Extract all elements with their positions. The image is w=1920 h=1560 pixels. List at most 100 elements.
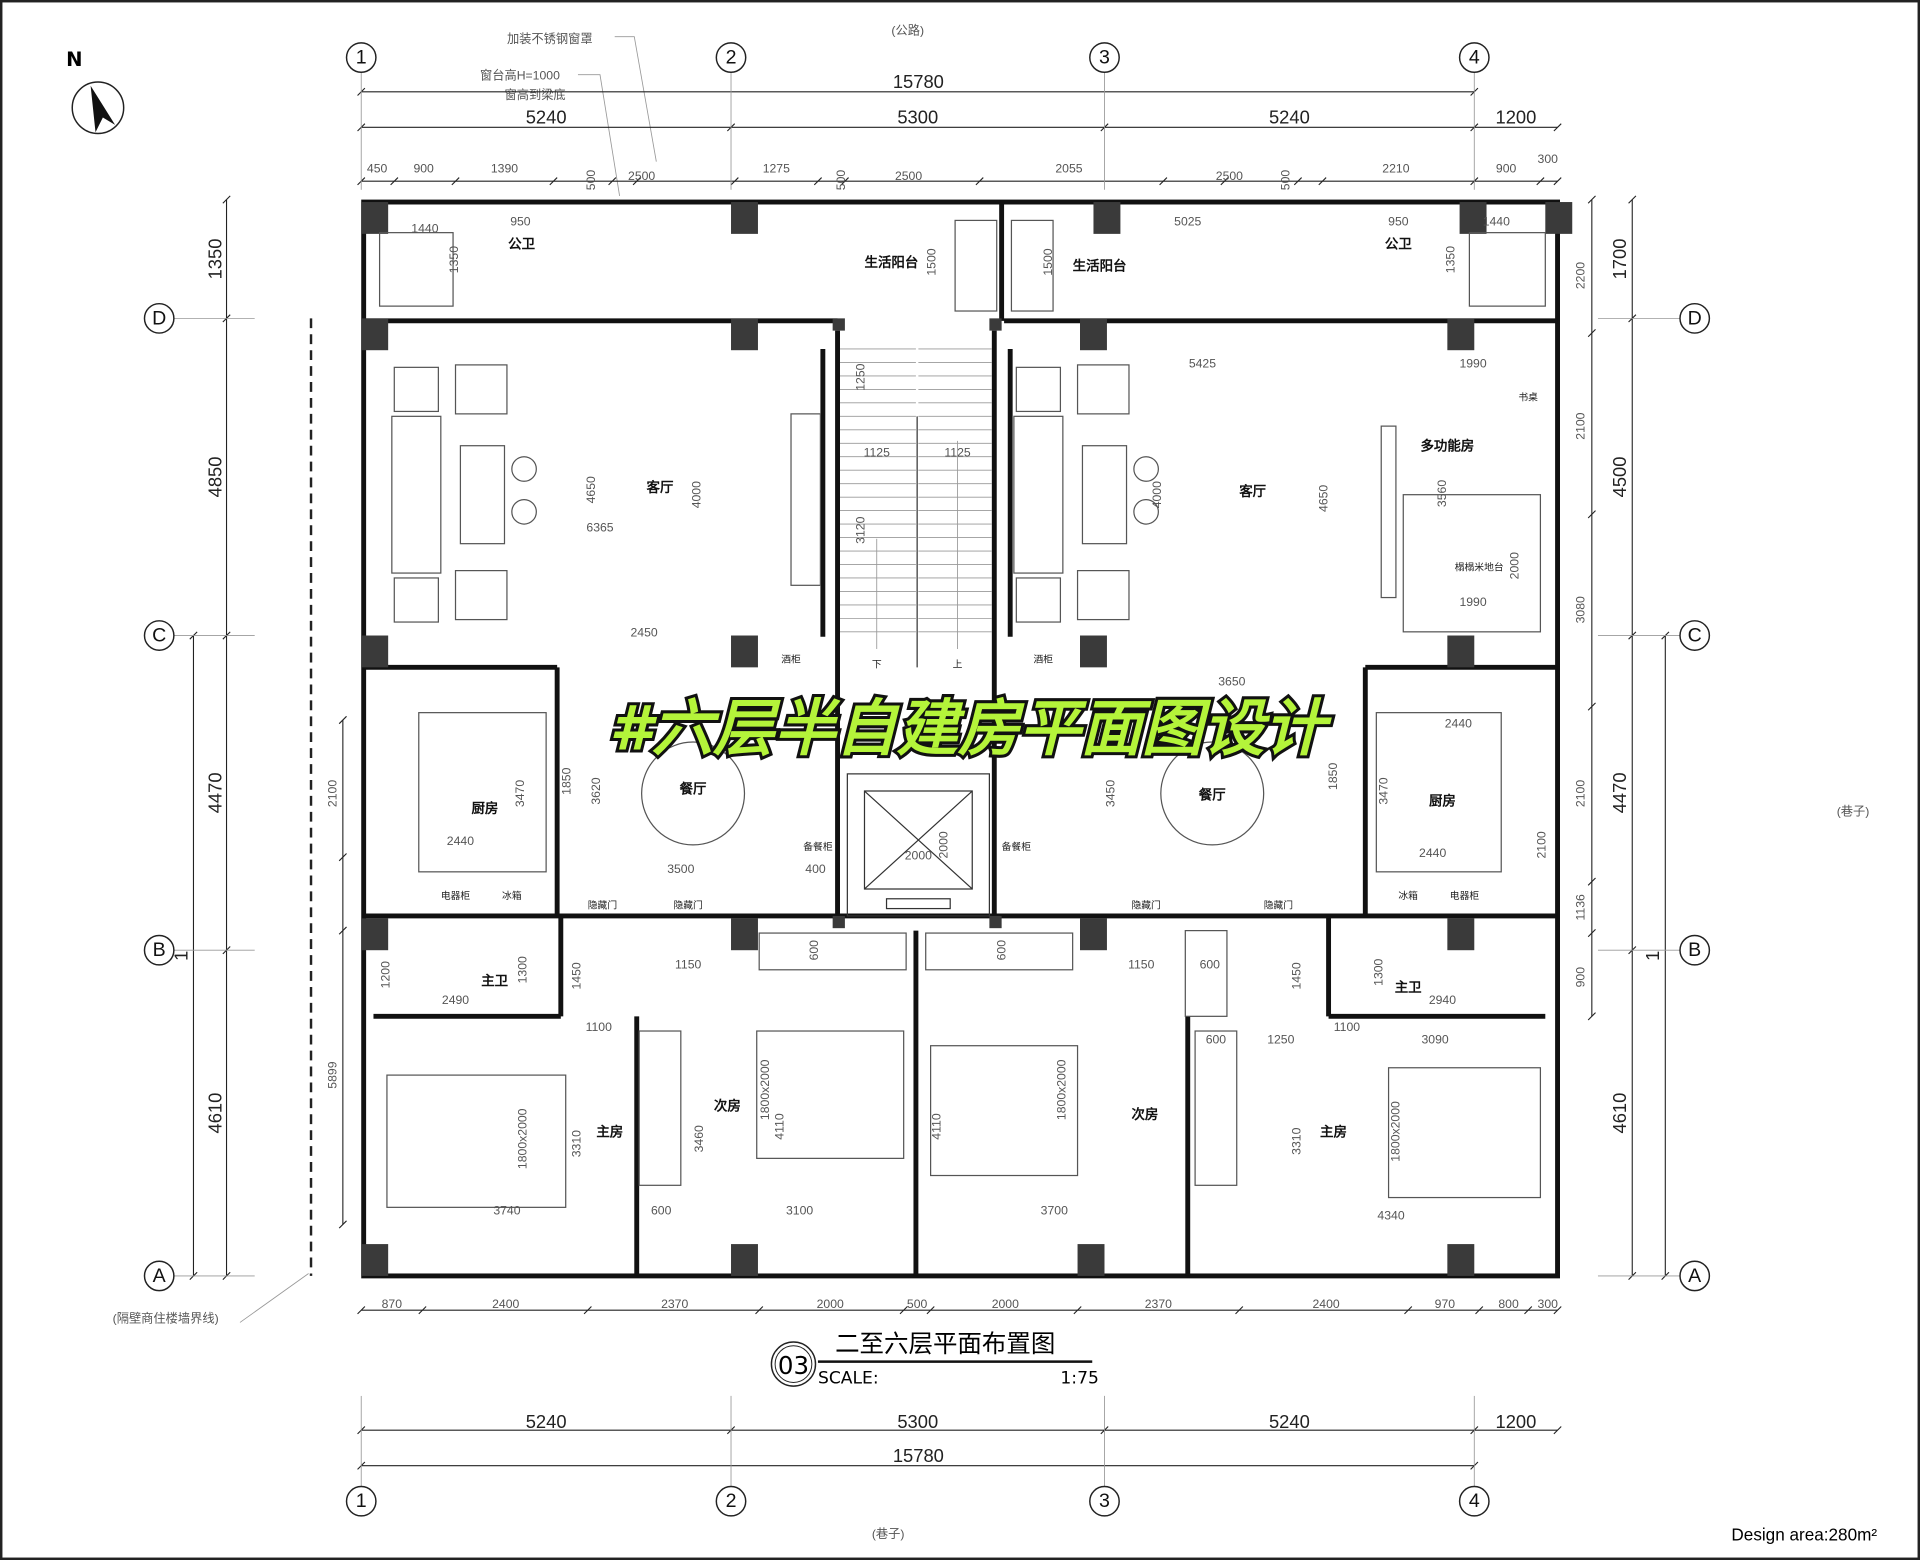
drawing-title: 二至六层平面布置图 (835, 1329, 1055, 1358)
room-label: 隐藏门 (1131, 899, 1160, 912)
dimension-tick (1073, 1306, 1082, 1315)
inner-dimension-text: 6365 (586, 520, 613, 534)
inner-dimension-text: 1350 (1444, 246, 1458, 273)
axis-label-2: 2 (726, 47, 737, 69)
dimension-text: 1200 (1495, 1411, 1536, 1432)
inner-dimension-text: 2000 (905, 849, 932, 863)
inner-dimension-text: 3450 (1103, 780, 1117, 807)
column (1080, 318, 1107, 351)
dimension-tick (1587, 928, 1596, 938)
column (1447, 1244, 1475, 1276)
inner-dimension-text: 2450 (630, 626, 657, 640)
column (1447, 318, 1475, 351)
inner-dimension-text: 1200 (378, 961, 392, 988)
dimension-text: 900 (413, 162, 434, 176)
dimension-tick (1293, 177, 1303, 186)
dimension-tick (755, 1306, 764, 1315)
inner-dimension-text: 1500 (1041, 248, 1055, 275)
road-bottom-label: (巷子) (872, 1527, 905, 1541)
room-label: 酒柜 (1033, 652, 1053, 665)
room-label: 主卫 (1395, 979, 1422, 996)
inner-dimension-text: 1350 (447, 246, 461, 273)
dimension-text: 2400 (1313, 1297, 1340, 1311)
bed-second-right (930, 1045, 1079, 1177)
dimension-tick (451, 177, 460, 186)
dimension-text: 4610 (1609, 1093, 1630, 1134)
inner-dimension-text: 1150 (675, 958, 702, 972)
inner-dimension-text: 1300 (1371, 958, 1385, 985)
axis-label-1: 1 (356, 47, 367, 69)
dimension-text: 500 (907, 1297, 928, 1311)
axis-bubble (143, 302, 175, 334)
dimension-tick (1587, 877, 1596, 886)
axis-label-B: B (1688, 939, 1701, 961)
dimension-text: 15780 (893, 71, 944, 92)
dimension-text: 4850 (205, 457, 226, 498)
dimension-text: 1 (1642, 951, 1663, 961)
inner-dimension-text: 3100 (786, 1204, 813, 1218)
dimension-tick (1587, 195, 1596, 204)
column (1447, 635, 1475, 668)
column (1080, 635, 1107, 668)
dimension-text: 4470 (205, 772, 226, 813)
dimension-text: 3080 (1573, 596, 1587, 623)
room-label: 客厅 (1238, 483, 1266, 500)
room-label: 生活阳台 (1073, 258, 1127, 275)
axis-label-A: A (153, 1265, 167, 1287)
dimension-tick (338, 715, 347, 725)
room-label: 餐厅 (679, 780, 707, 797)
axis-bubble (1089, 1485, 1120, 1517)
inner-dimension-text: 1990 (1459, 595, 1486, 609)
inner-dimension-text: 1250 (853, 363, 867, 390)
north-arrow-icon (90, 85, 116, 133)
dimension-text: 5300 (897, 107, 938, 128)
room-labels: 公卫生活阳台生活阳台公卫客厅客厅多功能房书桌榻榻米地台厨房餐厅餐厅厨房主卫主卫主… (441, 237, 1538, 1141)
dimension-tick (418, 1306, 427, 1315)
dimension-text: 1390 (491, 162, 518, 176)
inner-dimension-text: 4650 (1316, 485, 1330, 512)
dimension-text: 2370 (1145, 1297, 1172, 1311)
dimension-tick (899, 1306, 908, 1315)
room-label: 冰箱 (502, 889, 522, 902)
inner-dimension-text: 2000 (937, 831, 951, 858)
inner-dimension-text: 600 (1206, 1032, 1227, 1046)
axis-label-4: 4 (1469, 47, 1480, 69)
column (361, 318, 389, 351)
inner-dimension-text: 1440 (1483, 214, 1510, 228)
axis-label-D: D (1688, 307, 1702, 329)
room-label: 厨房 (1429, 793, 1456, 810)
inner-dimension-text: 3470 (513, 780, 527, 807)
room-label: 隐藏门 (673, 899, 702, 912)
column (361, 918, 389, 951)
dimension-text: 900 (1496, 162, 1517, 176)
room-label: 多功能房 (1420, 438, 1474, 455)
dimension-tick (1318, 177, 1327, 186)
dimension-text: 5240 (1269, 1411, 1310, 1432)
inner-dimension-text: 1500 (925, 248, 939, 275)
inner-dimension-text: 400 (805, 862, 826, 876)
inner-dimension-text: 600 (651, 1204, 672, 1218)
room-label: 客厅 (646, 479, 674, 496)
inner-dimension-text: 3650 (1218, 675, 1245, 689)
inner-dimension-text: 4000 (689, 481, 703, 508)
dimension-text: 2500 (895, 169, 922, 183)
axis-label-3: 3 (1099, 47, 1110, 69)
dimension-text: 2100 (1573, 780, 1587, 807)
axis-bubble (1679, 302, 1711, 334)
room-label: 冰箱 (1398, 889, 1418, 902)
dimension-tick (730, 177, 739, 186)
inner-dimension-text: 1125 (944, 446, 971, 460)
column (731, 318, 758, 351)
axis-label-2: 2 (726, 1490, 737, 1512)
sofa-left (391, 415, 442, 574)
dimension-text: 900 (1573, 967, 1587, 988)
overlay-title: #六层半自建房平面图设计 (609, 693, 1332, 764)
column (361, 202, 389, 234)
dimension-text: 2370 (661, 1297, 688, 1311)
dimension-text: 1350 (205, 239, 226, 280)
compass-circle-icon (71, 81, 125, 135)
axis-label-D: D (152, 307, 166, 329)
